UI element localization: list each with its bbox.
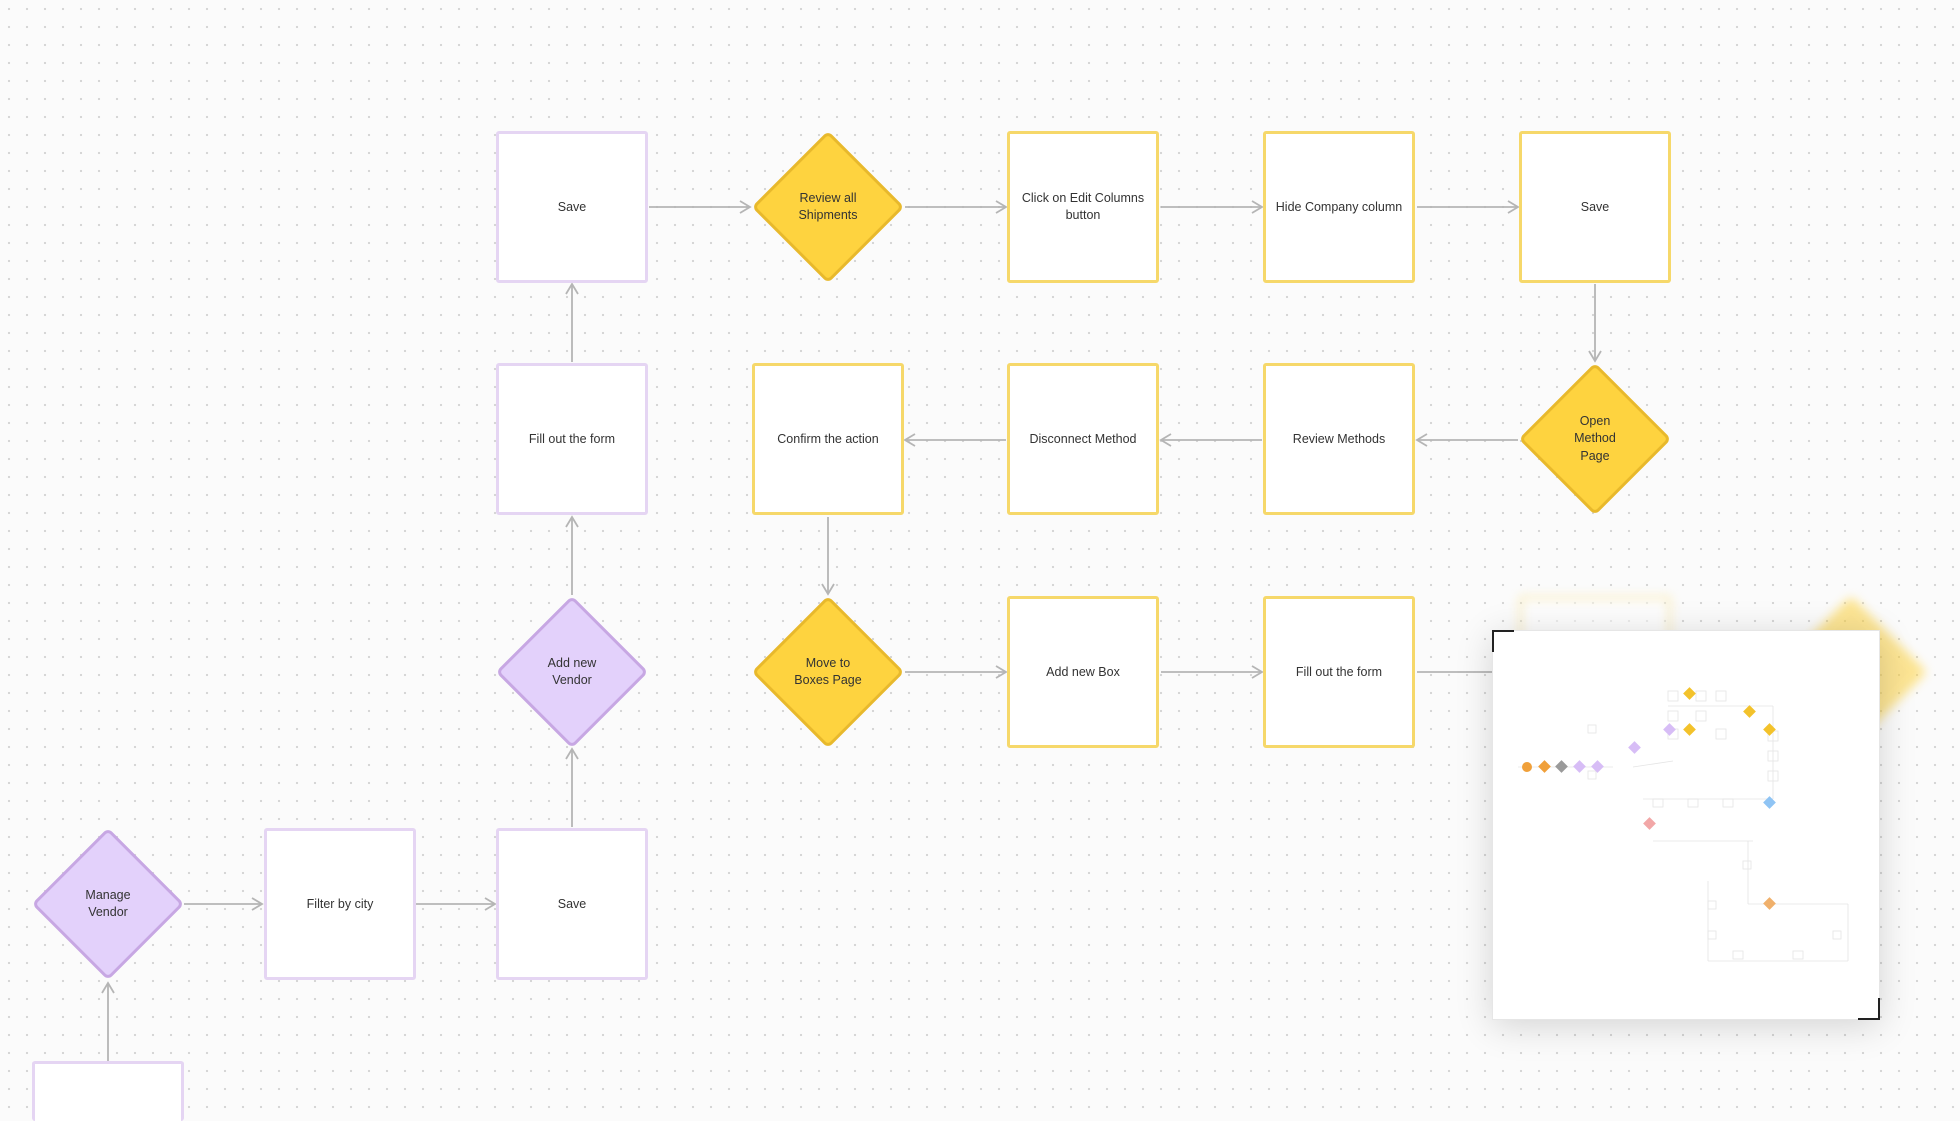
node-add-new-vendor[interactable]: Add new Vendor [495,595,649,749]
node-move-to-boxes-page[interactable]: Move to Boxes Page [751,595,905,749]
minimap-node [1555,760,1568,773]
node-label: Move to Boxes Page [794,655,862,688]
node-label: Save [1580,199,1610,214]
node-save-bottom[interactable]: Save [496,828,648,980]
minimap-node [1663,723,1676,736]
node-open-method-page[interactable]: Open Method Page [1518,362,1672,516]
node-label: Fill out the form [1295,664,1383,679]
minimap-node [1763,897,1776,910]
node-label: Save [557,199,587,214]
node-review-all-shipments[interactable]: Review all Shipments [751,130,905,284]
minimap-node [1743,705,1756,718]
node-click-edit-columns[interactable]: Click on Edit Columns button [1007,131,1159,283]
minimap-node [1683,723,1696,736]
minimap-corner-top-left [1492,630,1514,652]
minimap-corner-bottom-right [1858,998,1880,1020]
minimap-overview [1518,687,1849,962]
node-label: Fill out the form [528,431,616,446]
node-label: Review all Shipments [798,190,858,223]
node-label: Click on Edit Columns button [1021,191,1145,222]
node-label: Filter by city [306,896,374,911]
node-disconnect-method[interactable]: Disconnect Method [1007,363,1159,515]
node-label: Disconnect Method [1029,431,1137,446]
node-label: Review Methods [1292,431,1386,446]
minimap-node [1628,741,1641,754]
minimap-node [1573,760,1586,773]
node-fill-out-form-right[interactable]: Fill out the form [1263,596,1415,748]
node-label: Hide Company column [1275,199,1403,214]
minimap-node [1538,760,1551,773]
node-add-new-box[interactable]: Add new Box [1007,596,1159,748]
minimap-node [1522,762,1532,772]
node-label: Confirm the action [777,431,879,446]
node-review-methods[interactable]: Review Methods [1263,363,1415,515]
node-save-top[interactable]: Save [496,131,648,283]
minimap-panel[interactable] [1492,630,1880,1020]
node-label: Open Method Page [1574,413,1616,463]
node-label: Manage Vendor [85,887,131,920]
node-confirm-action[interactable]: Confirm the action [752,363,904,515]
node-hide-company-column[interactable]: Hide Company column [1263,131,1415,283]
node-label: Add new Box [1046,664,1120,679]
node-bottom-partial[interactable] [32,1061,184,1121]
minimap-node [1763,796,1776,809]
node-label: Add new Vendor [547,655,597,688]
node-manage-vendor[interactable]: Manage Vendor [31,827,185,981]
node-filter-by-city[interactable]: Filter by city [264,828,416,980]
node-label: Save [557,896,587,911]
node-fill-out-form-left[interactable]: Fill out the form [496,363,648,515]
minimap-node [1643,817,1656,830]
minimap-node [1763,723,1776,736]
node-save-top-right[interactable]: Save [1519,131,1671,283]
minimap-node [1683,687,1696,700]
